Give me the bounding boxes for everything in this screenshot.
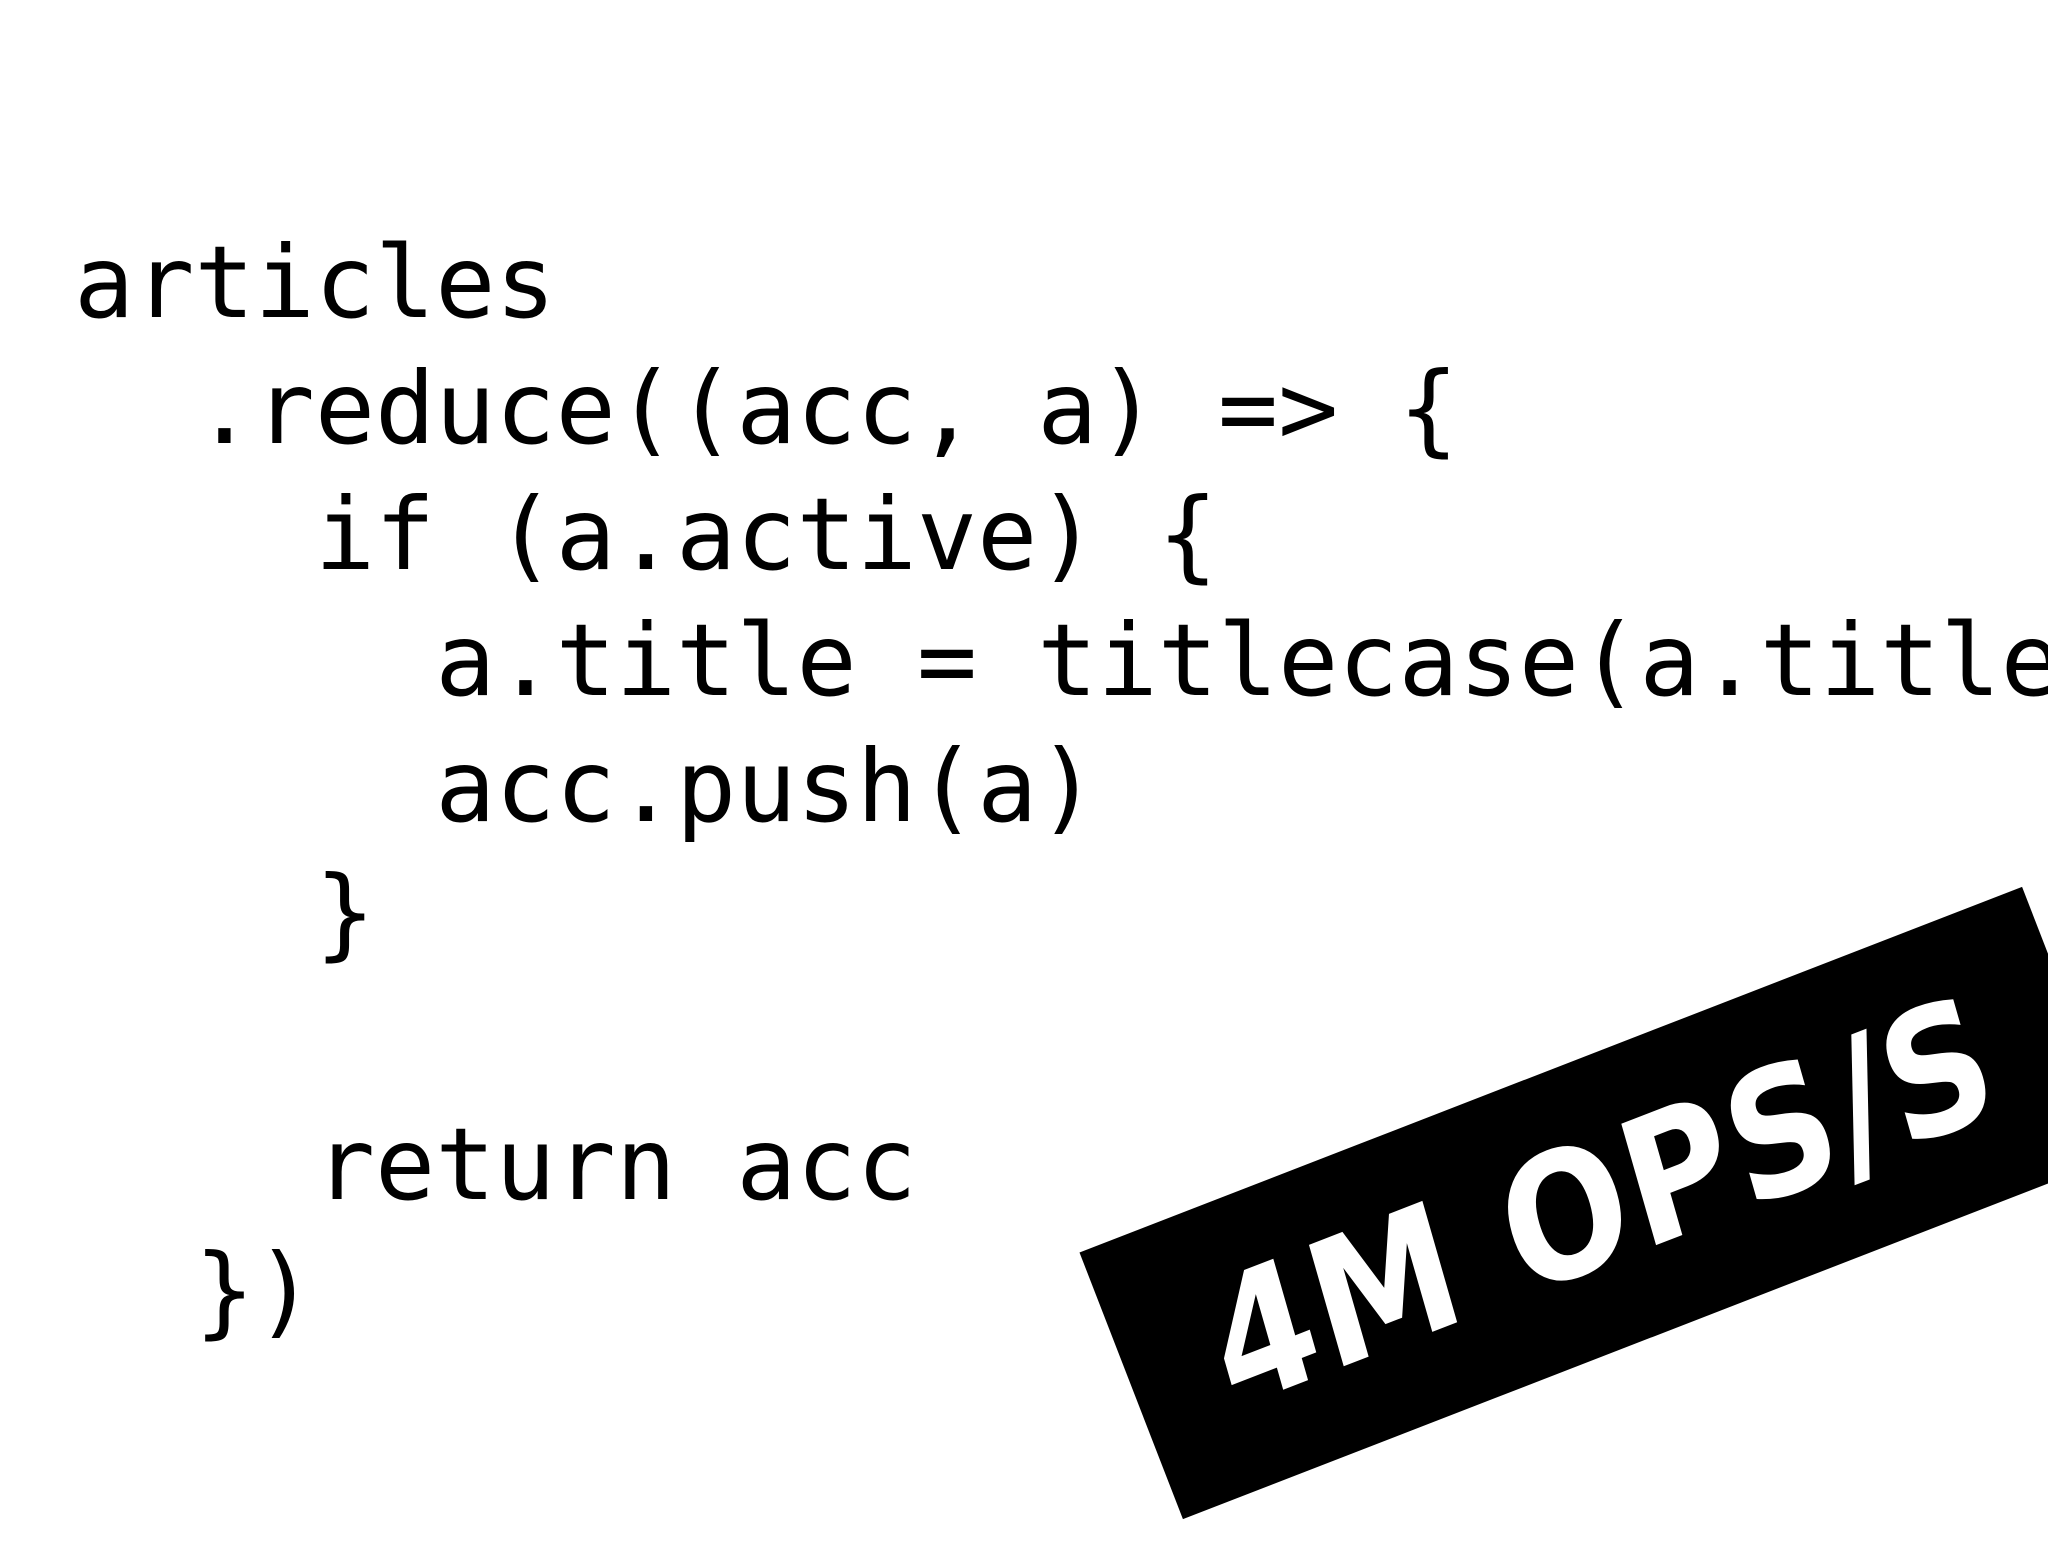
code-line-5: acc.push(a) — [74, 728, 1098, 845]
code-line-9: }) — [74, 1232, 315, 1349]
code-line-2: .reduce((acc, a) => { — [74, 350, 1459, 467]
code-line-3: if (a.active) { — [74, 476, 1218, 593]
code-line-1: articles — [74, 224, 556, 341]
code-block: articles .reduce((acc, a) => { if (a.act… — [74, 220, 2048, 1354]
code-line-8: return acc — [74, 1106, 917, 1223]
code-line-4: a.title = titlecase(a.title) — [74, 602, 2048, 719]
code-line-6: } — [74, 854, 376, 971]
